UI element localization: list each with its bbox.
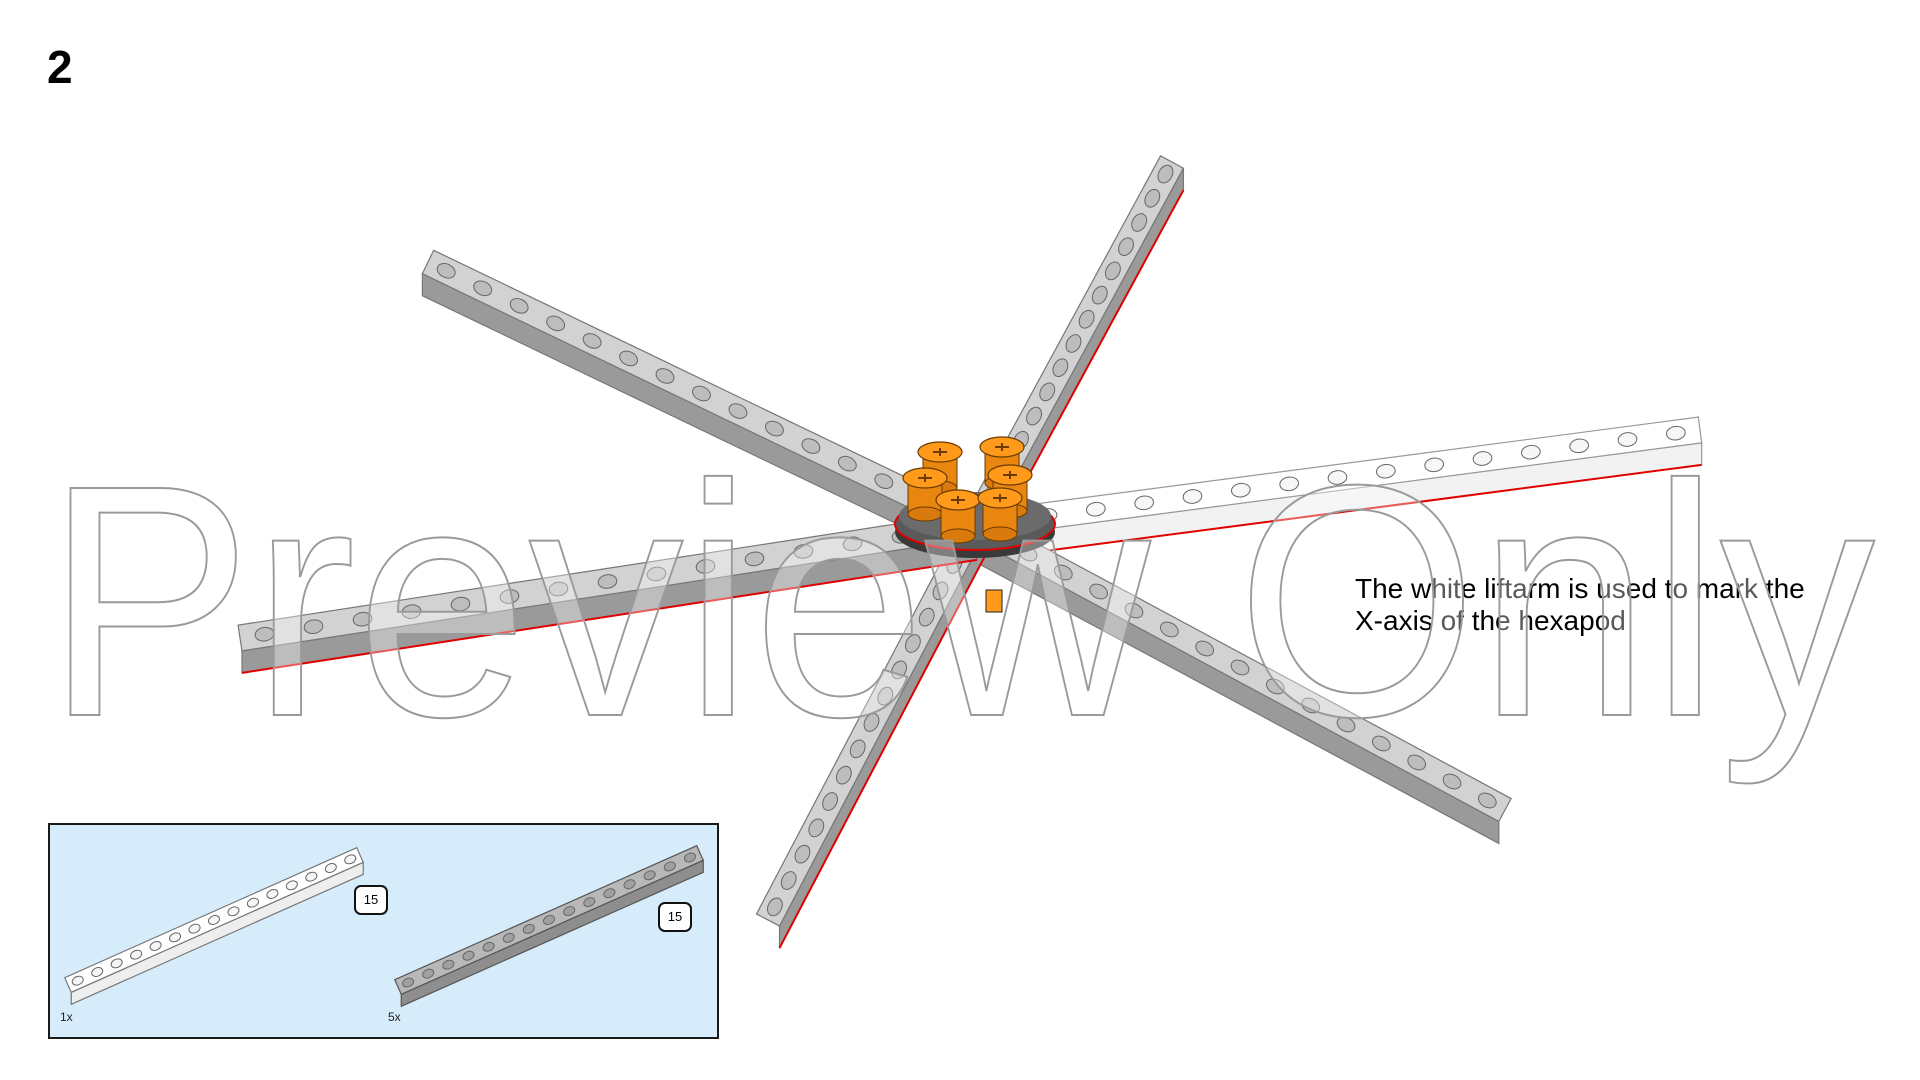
liftarm-arm-lower-right — [968, 512, 1512, 845]
parts-list-illustration — [63, 844, 705, 1008]
liftarm-icon — [393, 844, 705, 1008]
step-number: 2 — [47, 41, 73, 93]
liftarm-arm-left — [237, 511, 978, 674]
liftarm-arm-upper-left — [421, 249, 982, 560]
instruction-callout: The white liftarm is used to mark the X-… — [1355, 573, 1805, 637]
liftarm-icon — [63, 846, 365, 1006]
callout-line-2: X-axis of the hexapod — [1355, 605, 1626, 636]
pin-icon — [977, 487, 1023, 542]
parts-list-panel: 1x 15 5x 15 — [48, 823, 719, 1039]
callout-line-1: The white liftarm is used to mark the — [1355, 573, 1805, 604]
part-length-badge-gray: 15 — [658, 902, 692, 932]
part-quantity-white: 1x — [60, 1010, 73, 1024]
part-length-badge-white: 15 — [354, 885, 388, 915]
part-quantity-gray: 5x — [388, 1010, 401, 1024]
pin-icon — [902, 467, 948, 522]
liftarm-arm-right-white — [972, 416, 1703, 561]
pin-icon — [935, 489, 981, 544]
